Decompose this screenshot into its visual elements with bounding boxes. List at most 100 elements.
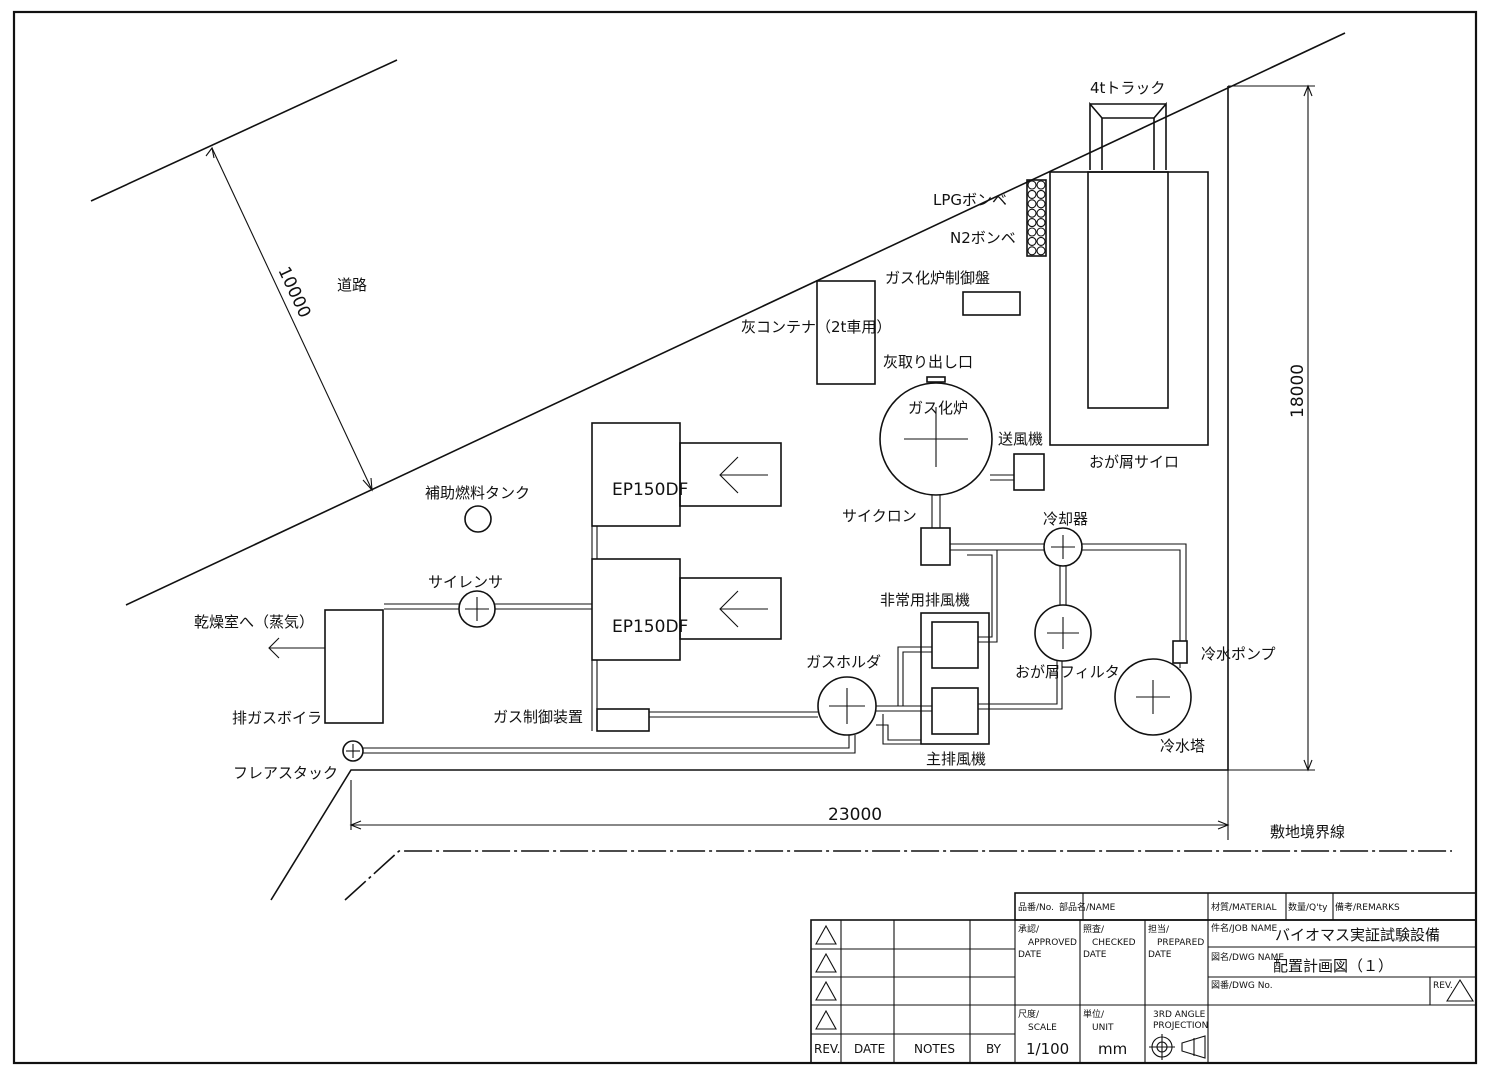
tb-checked-1: 照査/: [1083, 923, 1105, 935]
height-dimension: 18000: [1228, 84, 1315, 772]
gas-cylinder: [1036, 189, 1046, 199]
gasifier-panel-label: ガス化炉制御盤: [885, 269, 990, 287]
tb-unit-value: mm: [1098, 1040, 1127, 1058]
exhaust-boiler: 乾燥室へ（蒸気） 排ガスボイラ: [194, 609, 384, 727]
gas-cylinder: [1036, 199, 1046, 209]
tb-dwg-name: 配置計画図（１）: [1273, 957, 1393, 975]
main-fan-label: 主排風機: [926, 750, 986, 768]
aux-fuel-tank: 補助燃料タンク: [425, 484, 530, 533]
gas-control-label: ガス制御装置: [493, 708, 583, 726]
tb-job-name: バイオマス実証試験設備: [1275, 926, 1440, 944]
gas-cylinder: [1027, 236, 1037, 246]
gas-cylinder: [1027, 218, 1037, 228]
tb-dwg-no-label: 図番/DWG No.: [1211, 979, 1273, 991]
gas-cylinder: [1036, 180, 1046, 190]
tb-prepared-date: DATE: [1148, 950, 1172, 960]
tb-prepared-1: 担当/: [1148, 923, 1170, 935]
silencer-label: サイレンサ: [428, 573, 503, 591]
tb-date-col: DATE: [854, 1042, 885, 1056]
ep-bottom-label: EP150DF: [612, 617, 688, 637]
tb-scale-2: SCALE: [1028, 1023, 1057, 1033]
tb-checked-2: CHECKED: [1092, 938, 1136, 948]
silencer: サイレンサ: [384, 573, 592, 628]
gas-cylinder: [1027, 180, 1037, 190]
ep150df-top: EP150DF: [591, 422, 782, 527]
gasifier-label: ガス化炉: [908, 399, 968, 417]
tb-approved-date: DATE: [1018, 950, 1042, 960]
road-label: 道路: [337, 276, 367, 294]
tb-part-name: 部品名/NAME: [1059, 901, 1116, 913]
gas-cylinder: [1027, 189, 1037, 199]
ash-outlet-label: 灰取り出し口: [883, 353, 973, 371]
gas-control-device: ガス制御装置: [493, 660, 818, 732]
tb-qty: 数量/Q'ty: [1288, 901, 1328, 913]
gas-holder: ガスホルダ: [806, 653, 881, 736]
gas-cylinder: [1027, 227, 1037, 237]
drawing-border: [12, 10, 1478, 1065]
tb-prepared-2: PREPARED: [1157, 938, 1204, 948]
flare-stack: フレアスタック: [233, 730, 856, 782]
tb-notes-col: NOTES: [914, 1042, 955, 1056]
tb-scale-value: 1/100: [1026, 1040, 1069, 1058]
ep150df-bottom: EP150DF: [591, 558, 782, 661]
piping-cyclone: [950, 543, 1063, 710]
boundary-label: 敷地境界線: [1270, 823, 1345, 841]
n2-label: N2ボンベ: [950, 229, 1016, 247]
gas-cylinders: LPGボンベ N2ボンベ: [933, 179, 1047, 257]
boiler-label: 排ガスボイラ: [232, 709, 322, 727]
cooling-tower-label: 冷水塔: [1160, 737, 1205, 755]
ash-container: 灰コンテナ（2t車用） 灰取り出し口: [741, 280, 973, 385]
blower-label: 送風機: [998, 430, 1043, 448]
water-pump-label: 冷水ポンプ: [1201, 645, 1276, 663]
fan-block: 非常用排風機 主排風機: [876, 591, 990, 768]
tb-dwg-name-label: 図名/DWG NAME: [1211, 951, 1284, 963]
cyclone: サイクロン: [842, 495, 951, 566]
cyclone-label: サイクロン: [842, 507, 917, 525]
tb-approved-2: APPROVED: [1028, 938, 1077, 948]
tb-rev-label: REV.: [1433, 981, 1453, 991]
gas-cylinder: [1027, 199, 1037, 209]
tb-scale-1: 尺度/: [1018, 1008, 1040, 1020]
gas-cylinder: [1036, 208, 1046, 218]
gasifier-control-panel: ガス化炉制御盤: [885, 269, 1021, 316]
gas-holder-label: ガスホルダ: [806, 653, 881, 671]
gasifier: ガス化炉: [879, 376, 993, 496]
title-block: [810, 892, 1477, 1064]
tb-approved-1: 承認/: [1018, 923, 1040, 935]
silo-label: おが屑サイロ: [1089, 453, 1179, 471]
width-dimension-text: 23000: [828, 805, 882, 825]
width-dimension: 23000: [349, 780, 1230, 830]
tb-part-no: 品番/No.: [1018, 901, 1054, 913]
gas-cylinder: [1036, 236, 1046, 246]
sawdust-filter: おが屑フィルタ: [1015, 604, 1120, 681]
blower: 送風機: [990, 430, 1045, 491]
ash-container-label: 灰コンテナ（2t車用）: [741, 318, 891, 336]
cooling-tower: 冷水塔: [1114, 658, 1205, 755]
height-dimension-text: 18000: [1288, 364, 1308, 418]
tb-checked-date: DATE: [1083, 950, 1107, 960]
aux-tank-label: 補助燃料タンク: [425, 484, 530, 502]
tb-material: 材質/MATERIAL: [1211, 901, 1277, 913]
road: 10000 道路: [90, 32, 1346, 606]
gas-cylinder: [1036, 227, 1046, 237]
cooler-label: 冷却器: [1043, 510, 1088, 528]
ep-top-label: EP150DF: [612, 480, 688, 500]
gas-cylinder: [1027, 246, 1037, 256]
emergency-fan-label: 非常用排風機: [880, 591, 970, 609]
tb-unit-1: 単位/: [1083, 1008, 1105, 1020]
sawdust-filter-label: おが屑フィルタ: [1015, 663, 1120, 681]
tb-unit-2: UNIT: [1092, 1023, 1114, 1033]
tb-projection-1: 3RD ANGLE: [1153, 1010, 1206, 1020]
dryer-label: 乾燥室へ（蒸気）: [194, 613, 314, 631]
lpg-label: LPGボンベ: [933, 191, 1007, 209]
truck: 4tトラック: [1089, 79, 1167, 170]
tb-rev-col: REV.: [814, 1042, 840, 1056]
tb-by-col: BY: [986, 1042, 1002, 1056]
truck-label: 4tトラック: [1090, 79, 1165, 97]
tb-projection-2: PROJECTION: [1153, 1021, 1208, 1031]
water-pump: 冷水ポンプ: [1172, 640, 1276, 668]
sawdust-silo: おが屑サイロ: [1049, 171, 1209, 471]
gas-cylinder: [1036, 218, 1046, 228]
tb-job-name-label: 件名/JOB NAME: [1211, 922, 1277, 934]
